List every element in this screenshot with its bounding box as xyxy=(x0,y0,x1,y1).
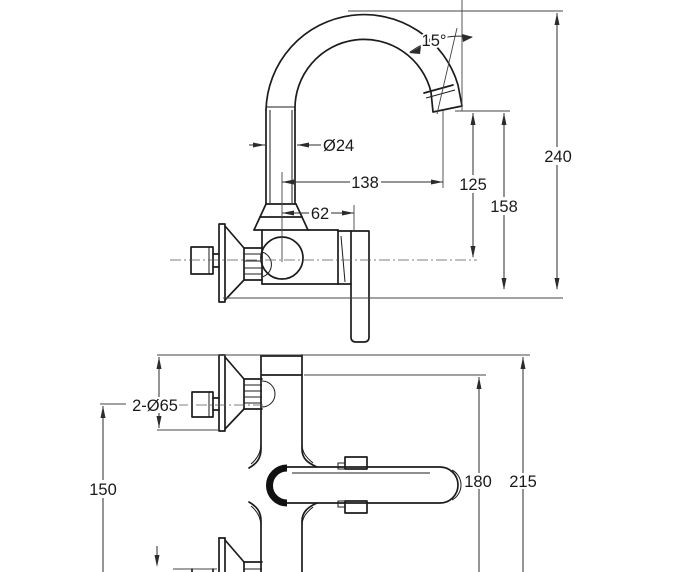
flange-plate xyxy=(218,354,226,432)
dim-reach: 138 xyxy=(282,172,443,194)
dim-outlet-to-base: 158 xyxy=(488,113,520,290)
supply-nut xyxy=(191,391,214,418)
side-view: 15° Ø24 138 62 xyxy=(170,0,574,343)
dim-inlet-span-label: 150 xyxy=(89,481,117,499)
supply-nut xyxy=(190,246,214,275)
dim-flange: 2-Ø65 xyxy=(130,357,180,428)
aerator-joint xyxy=(423,84,454,94)
wall-escutcheon-front-bottom xyxy=(191,537,263,572)
side-view-extension-lines xyxy=(170,0,563,299)
dim-angle-label: 15° xyxy=(422,32,447,50)
wall-escutcheon-side xyxy=(190,223,272,303)
dim-front-outer-label: 215 xyxy=(509,473,537,491)
spout-collar xyxy=(253,203,309,231)
dim-offset: 62 xyxy=(282,203,354,225)
flange-plate xyxy=(218,223,226,303)
handle-lever-front xyxy=(266,456,462,514)
dim-outlet-center-label: 125 xyxy=(459,176,487,194)
handle-lever-side xyxy=(337,230,370,343)
wall-escutcheon-front-top xyxy=(191,354,276,432)
spout-arch xyxy=(265,13,463,205)
dim-spout-diameter: Ø24 xyxy=(249,135,356,157)
dim-offset-label: 62 xyxy=(311,205,329,223)
dim-front-inner-label: 180 xyxy=(464,473,492,491)
lever-hub xyxy=(266,464,288,507)
body-column xyxy=(248,354,318,572)
front-view-extension-lines xyxy=(100,354,530,570)
valve-body xyxy=(253,229,339,285)
dim-outlet-to-center: 125 xyxy=(457,113,489,258)
dim-total-height: 240 xyxy=(542,13,574,290)
dim-inlet-span: 150 xyxy=(87,406,119,572)
dim-total-height-label: 240 xyxy=(544,148,572,166)
dim-front-inner-height: 180 xyxy=(462,377,494,572)
dim-front-outer-height: 215 xyxy=(507,357,539,572)
dim-spout-angle: 15° xyxy=(409,30,473,54)
dim-outlet-base-label: 158 xyxy=(490,198,518,216)
front-view: 2-Ø65 150 180 215 xyxy=(87,354,539,572)
dim-reach-label: 138 xyxy=(351,174,379,192)
dim-spout-dia-label: Ø24 xyxy=(323,137,354,155)
dim-flange-label: 2-Ø65 xyxy=(132,397,178,415)
